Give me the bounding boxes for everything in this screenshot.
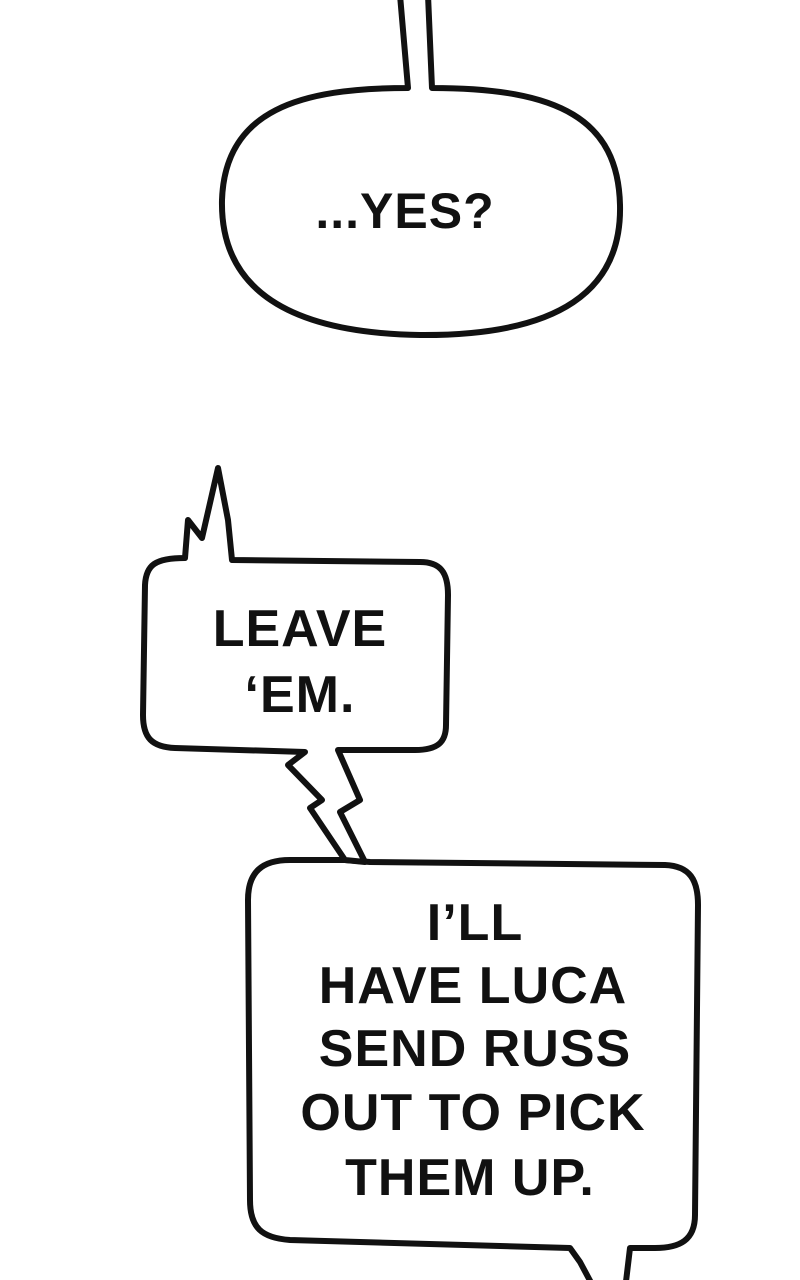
bubble-text-line: HAVE LUCA xyxy=(319,957,627,1015)
bubble-text-line: ‘EM. xyxy=(245,666,356,724)
bubble-text-line: LEAVE xyxy=(213,600,388,658)
bubble-text-line: OUT TO PICK xyxy=(300,1084,645,1142)
speech-bubble-yes: ...YES? xyxy=(218,0,624,339)
speech-bubble-leave: LEAVE ‘EM. xyxy=(140,465,451,865)
bubble-text-line: I’LL xyxy=(427,894,523,952)
speech-bubble-luca: I’LL HAVE LUCA SEND RUSS OUT TO PICK THE… xyxy=(245,857,701,1280)
bubble-text: ...YES? xyxy=(315,183,494,239)
bubble-text-line: SEND RUSS xyxy=(319,1020,631,1078)
bubble-text-line: THEM UP. xyxy=(345,1149,595,1207)
